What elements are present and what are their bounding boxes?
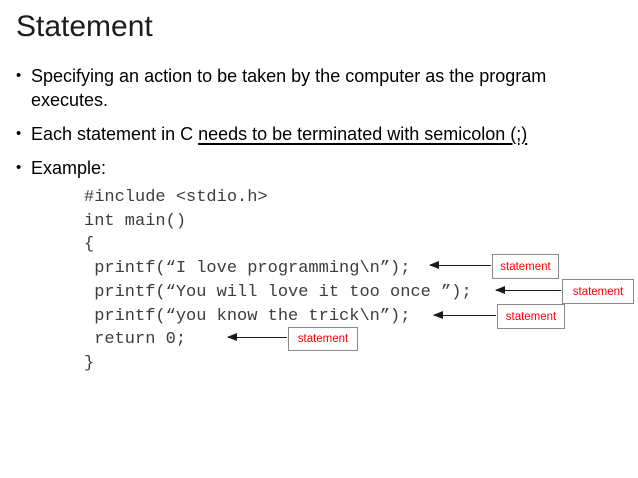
arrow-left-icon <box>227 332 287 341</box>
statement-label: statement <box>572 285 624 298</box>
arrow-left-icon <box>495 285 561 294</box>
bullet-text: Specifying an action to be taken by the … <box>31 66 547 110</box>
statement-label: statement <box>505 310 557 323</box>
statement-label: statement <box>500 260 551 273</box>
code-block: #include <stdio.h> int main() { printf(“… <box>84 186 472 376</box>
statement-callout: statement <box>497 304 565 329</box>
statement-label: statement <box>297 333 349 345</box>
bullet-item-terminated: • Each statement in C needs to be termin… <box>16 122 612 146</box>
bullet-text: Each statement in C <box>31 124 199 144</box>
arrow-left-icon <box>433 310 496 319</box>
statement-callout: statement <box>288 327 358 351</box>
page-title: Statement <box>16 10 153 43</box>
arrow-left-icon <box>429 260 491 269</box>
bullet-icon: • <box>16 159 22 176</box>
bullet-list: • Specifying an action to be taken by th… <box>16 64 612 190</box>
code-line-printf-2: printf(“You will love it too once ”); <box>84 282 472 302</box>
bullet-text-underlined: needs to be terminated with semicolon (;… <box>198 124 528 144</box>
code-line-main: int main() <box>84 211 187 231</box>
bullet-icon: • <box>16 125 22 142</box>
statement-callout: statement <box>562 279 634 304</box>
bullet-item-specifying: • Specifying an action to be taken by th… <box>16 64 612 112</box>
code-line-printf-1: printf(“I love programming\n”); <box>84 259 411 279</box>
code-line-printf-3: printf(“you know the trick\n”); <box>84 306 411 326</box>
bullet-text: Example: <box>31 158 107 178</box>
code-line-include: #include <stdio.h> <box>84 188 268 207</box>
statement-callout: statement <box>492 254 559 279</box>
code-line-return: return 0; <box>84 330 187 350</box>
code-line-close-brace: } <box>84 353 95 373</box>
bullet-icon: • <box>16 67 22 84</box>
code-line-open-brace: { <box>84 235 95 255</box>
bullet-item-example: • Example: <box>16 156 612 180</box>
